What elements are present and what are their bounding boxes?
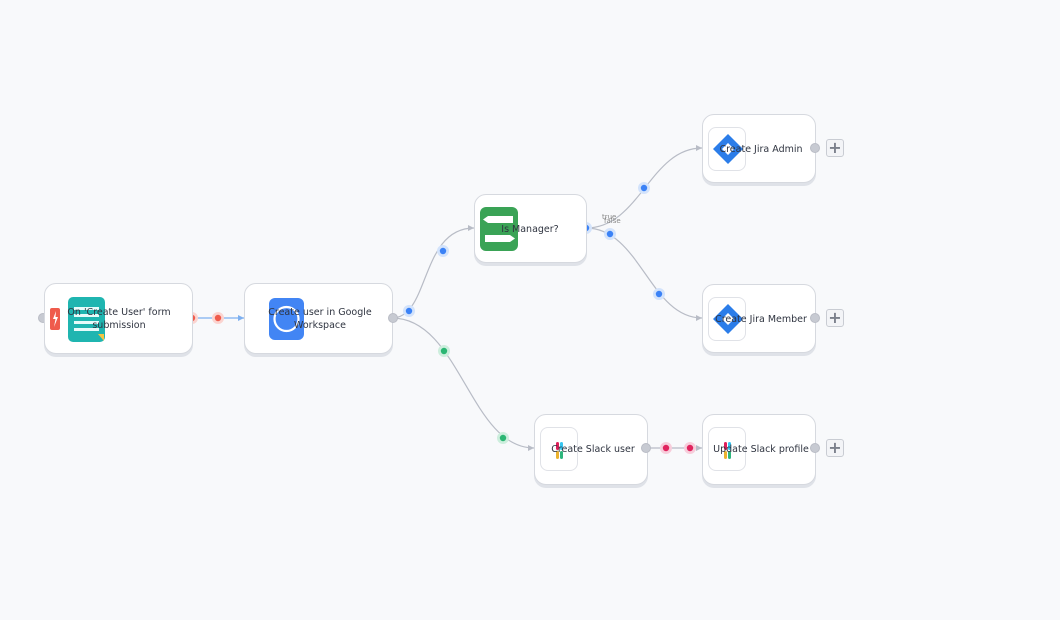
connection-dot[interactable] (660, 442, 672, 454)
node-label: Create user in Google Workspace (268, 307, 372, 331)
connection-dot[interactable] (653, 288, 665, 300)
branch-label-true: true (602, 213, 617, 221)
connection-dot[interactable] (684, 442, 696, 454)
connection-dot[interactable] (638, 182, 650, 194)
edges (192, 147, 703, 449)
node-slack-create[interactable]: Create Slack user (534, 414, 648, 485)
node-jira-member[interactable]: Create Jira Member (702, 284, 816, 353)
node-slack-update[interactable]: Update Slack profile (702, 414, 816, 485)
node-google-workspace[interactable]: Create user in Google Workspace (244, 283, 393, 354)
node-if-manager[interactable]: Is Manager? (474, 194, 587, 263)
add-node-button[interactable]: + (826, 139, 844, 157)
connection-dot[interactable] (437, 245, 449, 257)
arrowheads (238, 145, 702, 451)
edge-google-slack (391, 317, 535, 449)
connection-dot[interactable] (403, 305, 415, 317)
trigger-bolt-icon (50, 308, 60, 330)
connection-dot[interactable] (438, 345, 450, 357)
connection-dot[interactable] (497, 432, 509, 444)
jira-icon (708, 127, 746, 171)
output-handle[interactable] (388, 313, 398, 323)
output-handle[interactable] (810, 313, 820, 323)
form-trigger-icon (68, 297, 105, 342)
add-node-button[interactable]: + (826, 439, 844, 457)
node-trigger[interactable]: On 'Create User' form submission (44, 283, 193, 354)
output-handle[interactable] (810, 143, 820, 153)
if-switch-icon (480, 207, 518, 251)
add-node-button[interactable]: + (826, 309, 844, 327)
jira-icon (708, 297, 746, 341)
slack-icon (708, 427, 746, 471)
connection-dot[interactable] (604, 228, 616, 240)
node-label: Create Jira Admin (719, 144, 803, 155)
node-label: Create Jira Member (715, 314, 807, 325)
output-handle[interactable] (641, 443, 651, 453)
node-label: Create Slack user (551, 444, 635, 455)
node-jira-admin[interactable]: Create Jira Admin (702, 114, 816, 183)
connection-dot[interactable] (212, 312, 224, 324)
edge-google-if (391, 227, 475, 319)
node-label: Update Slack profile (713, 444, 809, 455)
output-handle[interactable] (810, 443, 820, 453)
node-label: On 'Create User' form submission (67, 307, 171, 331)
branch-label-false: false (604, 217, 621, 225)
google-workspace-icon (269, 298, 304, 340)
slack-icon (540, 427, 578, 471)
edge-if-jira-member (585, 227, 703, 319)
node-label: Is Manager? (501, 224, 559, 235)
